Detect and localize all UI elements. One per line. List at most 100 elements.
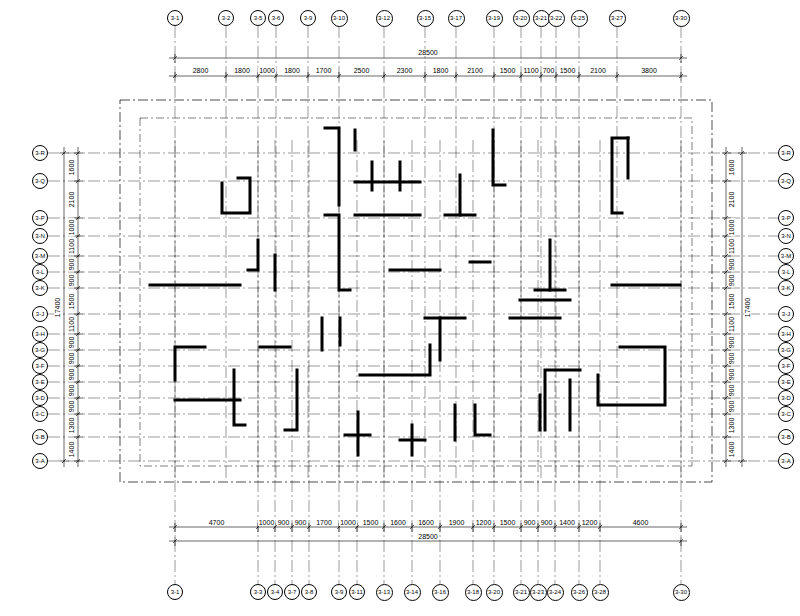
- shear-wall: [475, 405, 490, 435]
- dimension-text: 1000: [258, 67, 276, 74]
- axis-label: 3-18: [467, 589, 479, 595]
- dimension-line: [169, 58, 687, 59]
- axis-bubble: 3-K: [778, 280, 794, 296]
- dimension-text: 900: [294, 519, 308, 526]
- axis-label: 3-2: [222, 15, 231, 21]
- axis-line: [384, 140, 385, 584]
- axis-bubble: 3-3: [250, 584, 266, 600]
- dimension-text: 900: [277, 519, 291, 526]
- axis-label: 3-G: [781, 347, 791, 353]
- axis-bubble: 3-P: [778, 210, 794, 226]
- axis-label: 3-H: [35, 331, 45, 337]
- dimension-tick: [494, 72, 495, 81]
- shear-wall: [354, 130, 357, 150]
- dimension-text: 900: [69, 257, 76, 271]
- shear-wall: [445, 214, 475, 217]
- axis-bubble: 3-Q: [778, 173, 794, 189]
- axis-bubble: 3-G: [32, 342, 48, 358]
- dimension-text: 2800: [192, 67, 210, 74]
- dimension-tick: [308, 72, 309, 81]
- axis-label: 3-C: [781, 411, 791, 417]
- dimension-text: 4700: [208, 519, 226, 526]
- dimension-text: 900: [729, 367, 736, 381]
- axis-label: 3-30: [675, 589, 687, 595]
- dimension-text: 2100: [68, 191, 75, 209]
- axis-line: [556, 26, 557, 480]
- shear-wall: [274, 255, 277, 290]
- axis-label: 3-H: [781, 331, 791, 337]
- axis-line: [48, 288, 778, 289]
- axis-line: [275, 140, 276, 584]
- dimension-tick: [74, 334, 83, 335]
- axis-line: [538, 140, 539, 584]
- axis-bubble: 3-4: [267, 584, 283, 600]
- axis-bubble: 3-M: [32, 248, 48, 264]
- axis-bubble: 3-20: [513, 10, 530, 27]
- axis-label: 3-16: [434, 589, 446, 595]
- dimension-line: [169, 76, 687, 77]
- axis-line: [440, 140, 441, 584]
- axis-line: [48, 256, 778, 257]
- axis-label: 3-N: [35, 233, 45, 239]
- axis-label: 3-20: [488, 589, 500, 595]
- axis-bubble: 3-2: [218, 10, 234, 26]
- dimension-tick: [521, 72, 522, 81]
- dimension-tick: [722, 350, 731, 351]
- axis-bubble: 3-Q: [32, 173, 48, 189]
- axis-label: 3-L: [36, 269, 45, 275]
- dimension-text: 1000: [258, 519, 276, 526]
- axis-bubble: 3-F: [778, 358, 794, 374]
- dimension-text: 700: [542, 67, 556, 74]
- axis-label: 3-L: [782, 269, 791, 275]
- axis-bubble: 3-6: [268, 10, 284, 26]
- dimension-tick: [617, 72, 618, 81]
- dimension-text: 1500: [728, 292, 735, 310]
- axis-label: 3-17: [450, 15, 462, 21]
- axis-label: 3-7: [288, 589, 297, 595]
- dimension-tick: [74, 350, 83, 351]
- axis-bubble: 3-16: [432, 584, 449, 601]
- axis-label: 3-K: [781, 285, 790, 291]
- dimension-tick: [738, 153, 747, 154]
- dimension-tick: [722, 153, 731, 154]
- dimension-text: 900: [69, 367, 76, 381]
- shear-wall: [325, 128, 339, 205]
- axis-bubble: 3-N: [778, 228, 794, 244]
- axis-label: 3-15: [419, 15, 431, 21]
- dimension-tick: [74, 382, 83, 383]
- shear-wall: [520, 299, 570, 302]
- shear-wall: [510, 317, 560, 320]
- dimension-tick: [384, 72, 385, 81]
- dimension-text: 1400: [68, 440, 75, 458]
- dimension-text: 900: [729, 273, 736, 287]
- axis-line: [48, 218, 778, 219]
- dimension-text: 900: [729, 383, 736, 397]
- axis-label: 3-M: [35, 253, 45, 259]
- axis-line: [541, 26, 542, 480]
- dimension-tick: [440, 523, 441, 532]
- axis-label: 3-10: [333, 15, 345, 21]
- dimension-text: 1800: [233, 67, 251, 74]
- axis-label: 3-12: [378, 15, 390, 21]
- axis-label: 3-6: [272, 15, 281, 21]
- dimension-line: [742, 147, 743, 467]
- axis-bubble: 3-K: [32, 280, 48, 296]
- axis-label: 3-M: [781, 253, 791, 259]
- dimension-text: 1700: [315, 519, 333, 526]
- dimension-tick: [722, 334, 731, 335]
- dimension-tick: [722, 382, 731, 383]
- shear-wall: [598, 347, 665, 405]
- dimension-text: 900: [69, 399, 76, 413]
- dimension-tick: [722, 288, 731, 289]
- dimension-text: 1400: [558, 519, 576, 526]
- dimension-line: [169, 527, 687, 528]
- axis-bubble: 3-M: [778, 248, 794, 264]
- dimension-tick: [384, 523, 385, 532]
- dimension-text: 17400: [55, 296, 62, 317]
- slab-outline: [120, 100, 712, 482]
- axis-line: [309, 140, 310, 584]
- axis-bubble: 3-J: [778, 306, 794, 322]
- axis-bubble: 3-17: [448, 10, 465, 27]
- axis-label: 3-A: [781, 458, 790, 464]
- shear-wall: [535, 289, 565, 292]
